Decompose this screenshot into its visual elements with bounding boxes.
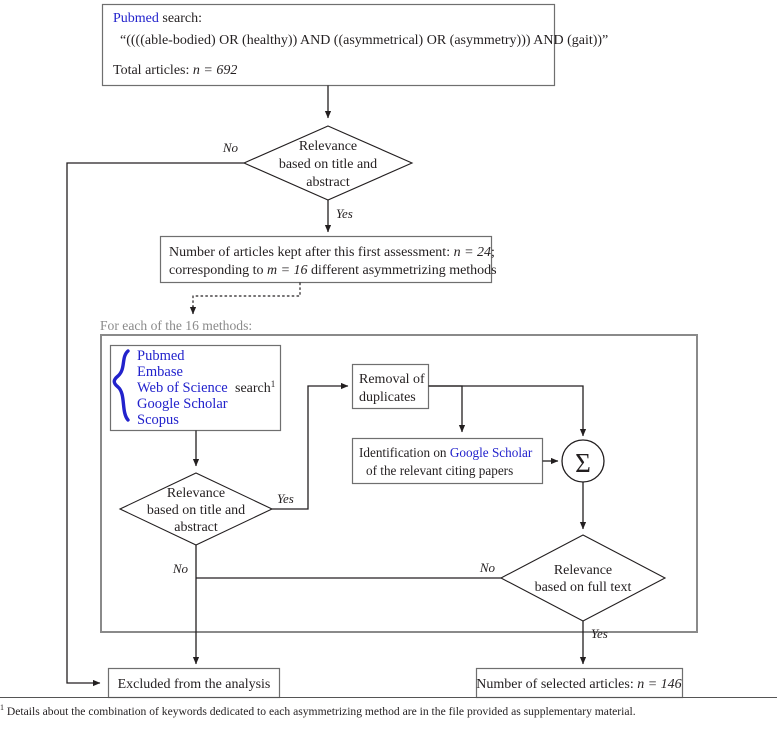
decision3-no-label: No — [479, 560, 496, 575]
database-item-1[interactable]: Embase — [137, 364, 183, 380]
removal-line1: Removal of — [359, 372, 425, 387]
decision2-no-label: No — [172, 561, 189, 576]
footnote-text: Details about the combination of keyword… — [4, 704, 636, 718]
connector-kept-to-panel-dotted — [192, 282, 301, 311]
connector-removal-to-identification — [428, 385, 466, 433]
selected-box-text-a: Number of selected articles: — [476, 677, 637, 692]
total-articles-value: n = 692 — [193, 63, 237, 78]
removal-line2: duplicates — [359, 390, 416, 405]
footnote-marker: 1 — [0, 703, 4, 712]
articles-kept-line1-a: Number of articles kept after this first… — [169, 245, 454, 260]
identification-box — [351, 437, 544, 485]
footnote: 1 Details about the combination of keywo… — [0, 703, 777, 720]
database-item-0[interactable]: Pubmed — [137, 348, 185, 364]
decision3-yes-label: Yes — [591, 626, 608, 641]
database-item-3[interactable]: Google Scholar — [137, 396, 228, 412]
pubmed-search-heading: Pubmed search: — [113, 11, 202, 26]
decision1-line2: based on title and — [279, 157, 377, 172]
total-articles-label: Total articles: — [113, 63, 193, 78]
footnote-divider — [0, 697, 777, 698]
decision2-line3: abstract — [174, 520, 218, 535]
database-item-2[interactable]: Web of Science — [137, 380, 228, 396]
articles-kept-line2: corresponding to m = 16 different asymme… — [169, 263, 497, 278]
articles-kept-line1-c: ; — [491, 245, 495, 260]
pubmed-query-string: “((((able-bodied) OR (healthy)) AND ((as… — [120, 33, 608, 48]
identification-line1: Identification on Google Scholar — [359, 445, 533, 460]
decision-relevance-full-text — [499, 534, 667, 622]
selected-articles-box — [475, 667, 684, 699]
articles-kept-line2-a: corresponding to — [169, 263, 267, 278]
decision1-line3: abstract — [306, 175, 350, 190]
pubmed-source-label: Pubmed — [113, 11, 159, 26]
sum-node-symbol: Σ — [575, 448, 591, 478]
articles-kept-box — [159, 235, 493, 284]
connector-decision1-no — [66, 162, 244, 687]
connector-decision2-yes — [272, 382, 349, 510]
decision2-line1: Relevance — [167, 486, 225, 501]
articles-kept-m: m = 16 — [267, 263, 308, 278]
decision2-line2: based on title and — [147, 503, 245, 518]
databases-box — [109, 344, 282, 432]
per-method-panel — [100, 334, 698, 633]
decision2-yes-label: Yes — [277, 491, 294, 506]
excluded-box-text: Excluded from the analysis — [118, 677, 271, 692]
flowchart-svg: Pubmed search: “((((able-bodied) OR (hea… — [66, 3, 698, 699]
decision3-line1: Relevance — [554, 563, 612, 578]
articles-kept-line2-c: different asymmetrizing methods — [308, 263, 497, 278]
articles-kept-line1: Number of articles kept after this first… — [169, 245, 495, 260]
pubmed-search-suffix: search: — [159, 11, 202, 26]
decision1-no-label: No — [222, 140, 239, 155]
search-label: search1 — [235, 379, 275, 396]
total-articles-line: Total articles: n = 692 — [113, 63, 237, 78]
panel-title: For each of the 16 methods: — [100, 318, 252, 333]
removal-duplicates-box — [351, 363, 430, 410]
identification-line2: of the relevant citing papers — [366, 463, 513, 478]
connector-removal-to-sum — [428, 385, 587, 437]
excluded-box — [107, 667, 281, 699]
pubmed-search-box — [101, 3, 556, 87]
decision3-line2: based on full text — [535, 580, 632, 595]
database-item-4[interactable]: Scopus — [137, 412, 179, 428]
selected-box-count: n = 146 — [637, 677, 681, 692]
identification-line1-a: Identification on — [359, 445, 450, 460]
articles-kept-n: n = 24 — [454, 245, 491, 260]
selected-box-text: Number of selected articles: n = 146 — [476, 677, 681, 692]
curly-brace-icon — [112, 349, 130, 422]
decision1-yes-label: Yes — [336, 206, 353, 221]
decision1-line1: Relevance — [299, 139, 357, 154]
google-scholar-link: Google Scholar — [450, 445, 533, 460]
search-footnote-marker: 1 — [271, 379, 276, 389]
